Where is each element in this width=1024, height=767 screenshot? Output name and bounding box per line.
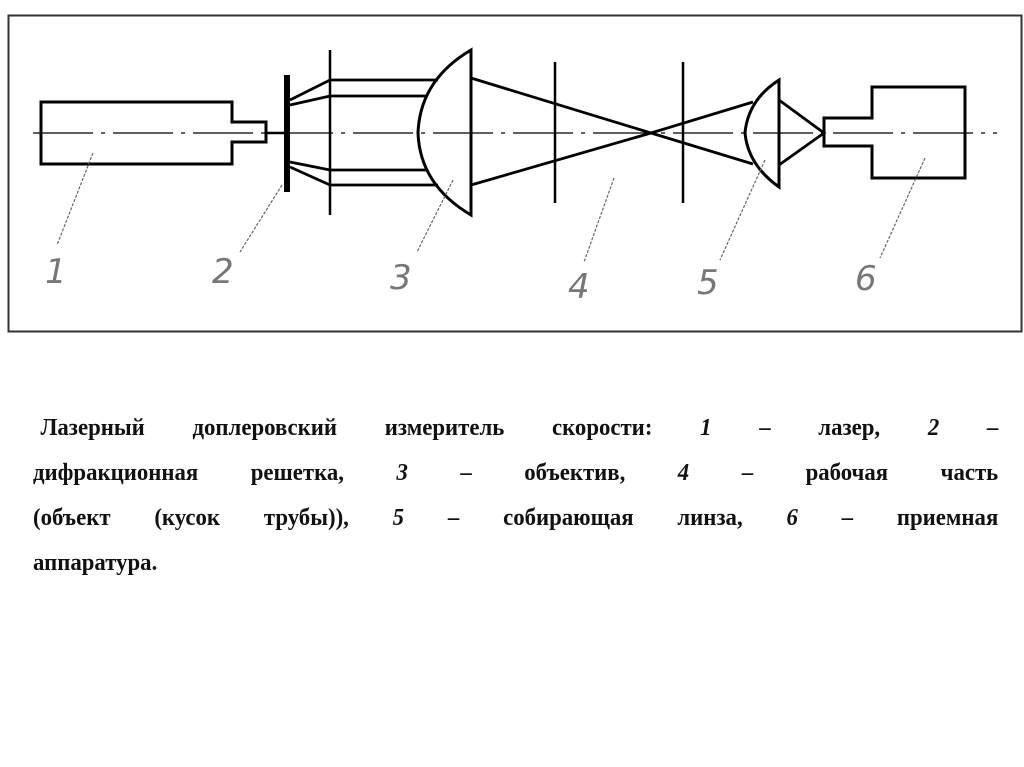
caption-word: дифракционная <box>33 459 199 486</box>
objective-lens <box>416 47 473 218</box>
caption-word: 2 <box>927 414 940 441</box>
caption-line: (объект (кусок трубы)), 5 – собирающая линза, 6… <box>33 495 998 540</box>
figure-caption: Лазерный доплеровский измеритель скорости: 1… <box>33 405 998 585</box>
caption-line: Лазерный доплеровский измеритель скорости: 1… <box>33 405 998 450</box>
caption-word: часть <box>940 459 999 486</box>
label-receiver: 6 <box>855 259 877 299</box>
caption-word: лазер, <box>818 414 881 441</box>
caption-word: – <box>741 459 754 486</box>
caption-word: (объект <box>33 504 111 531</box>
caption-word: приемная <box>896 504 999 531</box>
label-collecting-lens: 5 <box>697 263 719 303</box>
caption-word: скорости: <box>551 414 653 441</box>
receiver <box>822 85 967 180</box>
caption-word: решетка, <box>250 459 344 486</box>
caption-word: линза, <box>677 504 743 531</box>
laser <box>39 100 268 166</box>
label-laser: 1 <box>45 252 67 292</box>
caption-word: собирающая <box>503 504 634 531</box>
caption-word: рабочая <box>805 459 889 486</box>
laser-doppler-diagram: 1 2 3 4 5 6 <box>7 14 1023 333</box>
caption-word: – <box>460 459 472 486</box>
diagram-frame <box>7 14 1023 333</box>
caption-word: – <box>841 504 854 531</box>
caption-word: аппаратура. <box>33 549 158 576</box>
converging-beams <box>470 76 754 187</box>
caption-word: измеритель <box>384 414 505 441</box>
caption-word: – <box>986 414 999 441</box>
caption-word: 4 <box>677 459 690 486</box>
caption-line: аппаратура. <box>33 540 998 585</box>
caption-word: доплеровский <box>192 414 338 441</box>
caption-word: 3 <box>396 459 408 486</box>
caption-word: трубы)), <box>263 504 349 531</box>
caption-word: объектив, <box>524 459 626 486</box>
caption-word: – <box>759 414 771 441</box>
caption-word: – <box>447 504 460 531</box>
caption-word: 6 <box>786 504 798 531</box>
label-work-section: 4 <box>568 267 590 307</box>
label-grating: 2 <box>212 252 234 292</box>
caption-word: 1 <box>700 414 712 441</box>
caption-word: Лазерный <box>40 414 145 441</box>
collecting-lens <box>743 77 781 190</box>
caption-line: дифракционная решетка, 3 – объектив, 4 – рабоча… <box>33 450 998 495</box>
label-objective: 3 <box>390 258 412 298</box>
caption-word: 5 <box>392 504 405 531</box>
leader-lines <box>56 152 926 263</box>
caption-word: (кусок <box>154 504 221 531</box>
